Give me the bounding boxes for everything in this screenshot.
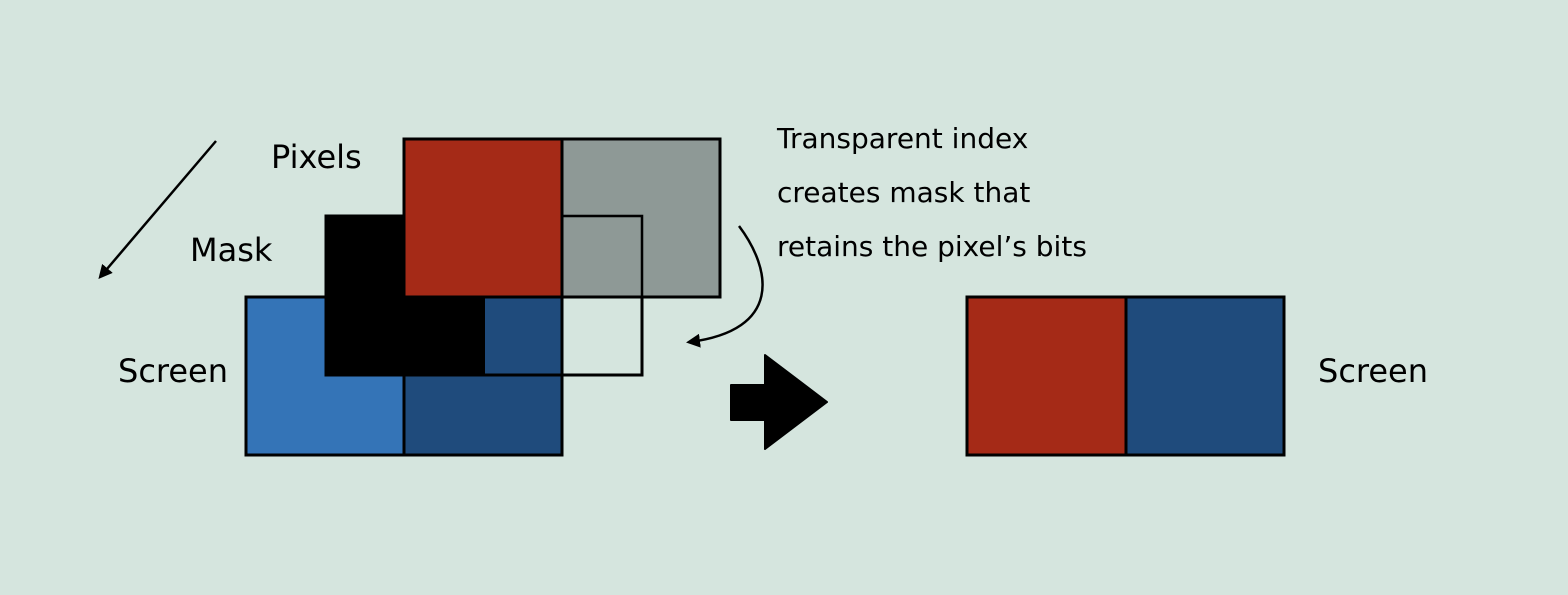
pixels-layer — [402, 137, 722, 299]
pixels-label: Pixels — [271, 138, 362, 176]
layer-order-arrow — [98, 140, 217, 280]
mask-label: Mask — [190, 231, 273, 269]
annotation-curved-arrow — [686, 225, 764, 348]
annotation-line-1: Transparent index — [776, 122, 1028, 155]
annotation-line-2: creates mask that — [777, 176, 1030, 209]
annotation-line-3: retains the pixel’s bits — [777, 230, 1087, 263]
result-dark-blue-cell — [1126, 297, 1284, 455]
screen-right-label: Screen — [1318, 352, 1428, 390]
result-red-cell — [967, 297, 1126, 455]
pixels-red-cell — [404, 139, 562, 297]
result-screen — [965, 295, 1286, 457]
screen-left-label: Screen — [118, 352, 228, 390]
mask-outline-through-gray — [562, 214, 644, 297]
result-arrow-icon — [730, 354, 828, 450]
